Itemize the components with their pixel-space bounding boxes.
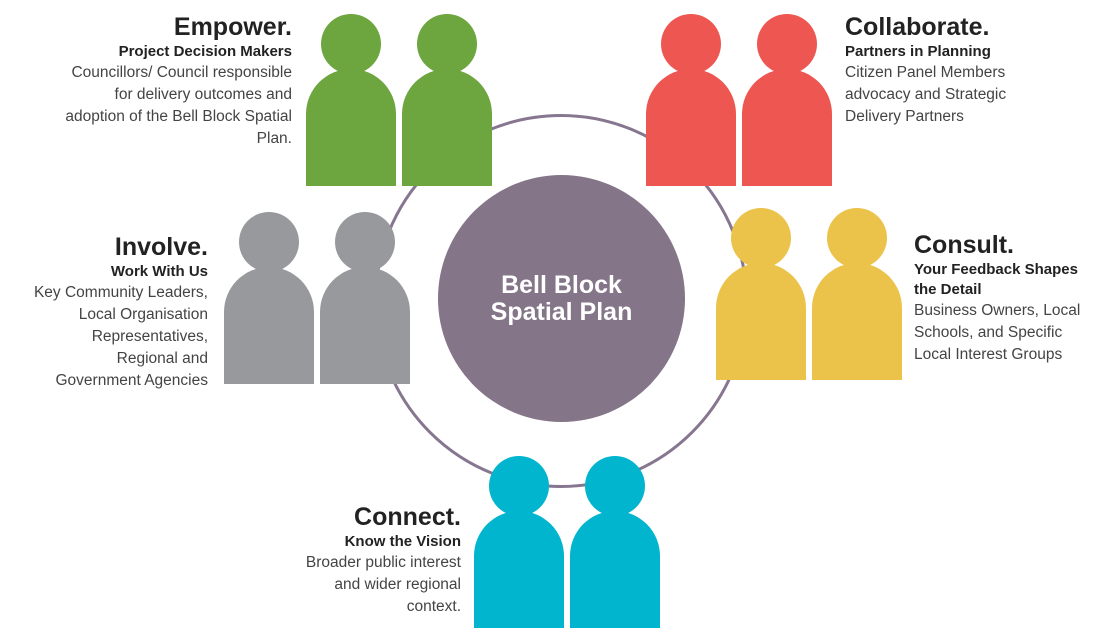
involve-label: Involve. Work With Us Key Community Lead… [6,232,208,392]
collaborate-description-line: Citizen Panel Members [845,64,1006,81]
connect-description-line: and wider regional [334,576,461,593]
hub-title-line-1: Bell Block [501,270,622,299]
collaborate-people-icon [646,14,840,186]
empower-description-line: Councillors/ Council responsible [71,64,292,81]
person-icon [224,212,314,384]
hub-title-line-2: Spatial Plan [490,297,633,326]
involve-description-line: Regional and [116,350,208,367]
involve-description-line: Local Organisation [78,306,208,323]
consult-title: Consult. [914,231,1014,259]
connect-title: Connect. [354,503,461,531]
connect-description-line: Broader public interest [305,554,461,571]
person-icon [474,456,564,628]
empower-description-line: for delivery outcomes and [114,86,292,103]
empower-description-line: adoption of the Bell Block Spatial [65,108,292,125]
person-icon [320,212,410,384]
empower-title: Empower. [173,13,292,41]
person-icon [402,14,492,186]
involve-people-icon [224,212,418,384]
person-icon [306,14,396,186]
central-hub: Bell Block Spatial Plan [438,175,685,422]
person-icon [570,456,660,628]
consult-label: Consult. Your Feedback Shapes the Detail… [914,230,1108,366]
collaborate-title: Collaborate. [845,13,990,41]
collaborate-description-line: advocacy and Strategic [845,86,1007,103]
consult-people-icon [716,208,910,380]
collaborate-label: Collaborate. Partners in Planning Citize… [845,12,1085,128]
empower-description-line: Plan. [256,130,292,147]
consult-description-line: Business Owners, Local [914,302,1081,319]
person-icon [646,14,736,186]
consult-description-line: Schools, and Specific [914,324,1063,341]
involve-subtitle: Work With Us [110,263,208,280]
consult-subtitle-line: Your Feedback Shapes [914,261,1078,278]
consult-subtitle-line: the Detail [914,281,982,298]
person-icon [716,208,806,380]
involve-description-line: Representatives, [91,328,208,345]
connect-subtitle: Know the Vision [344,533,461,550]
consult-description-line: Local Interest Groups [914,346,1063,363]
empower-subtitle: Project Decision Makers [118,43,292,60]
involve-description-line: Government Agencies [55,372,208,389]
involve-description-line: Key Community Leaders, [33,284,208,301]
involve-title: Involve. [114,233,208,261]
empower-label: Empower. Project Decision Makers Council… [20,12,292,150]
collaborate-description-line: Delivery Partners [845,108,964,125]
connect-description-line: context. [406,598,461,615]
collaborate-subtitle: Partners in Planning [845,43,991,60]
connect-label: Connect. Know the Vision Broader public … [262,502,461,618]
empower-people-icon [306,14,500,186]
person-icon [812,208,902,380]
person-icon [742,14,832,186]
connect-people-icon [474,456,668,628]
